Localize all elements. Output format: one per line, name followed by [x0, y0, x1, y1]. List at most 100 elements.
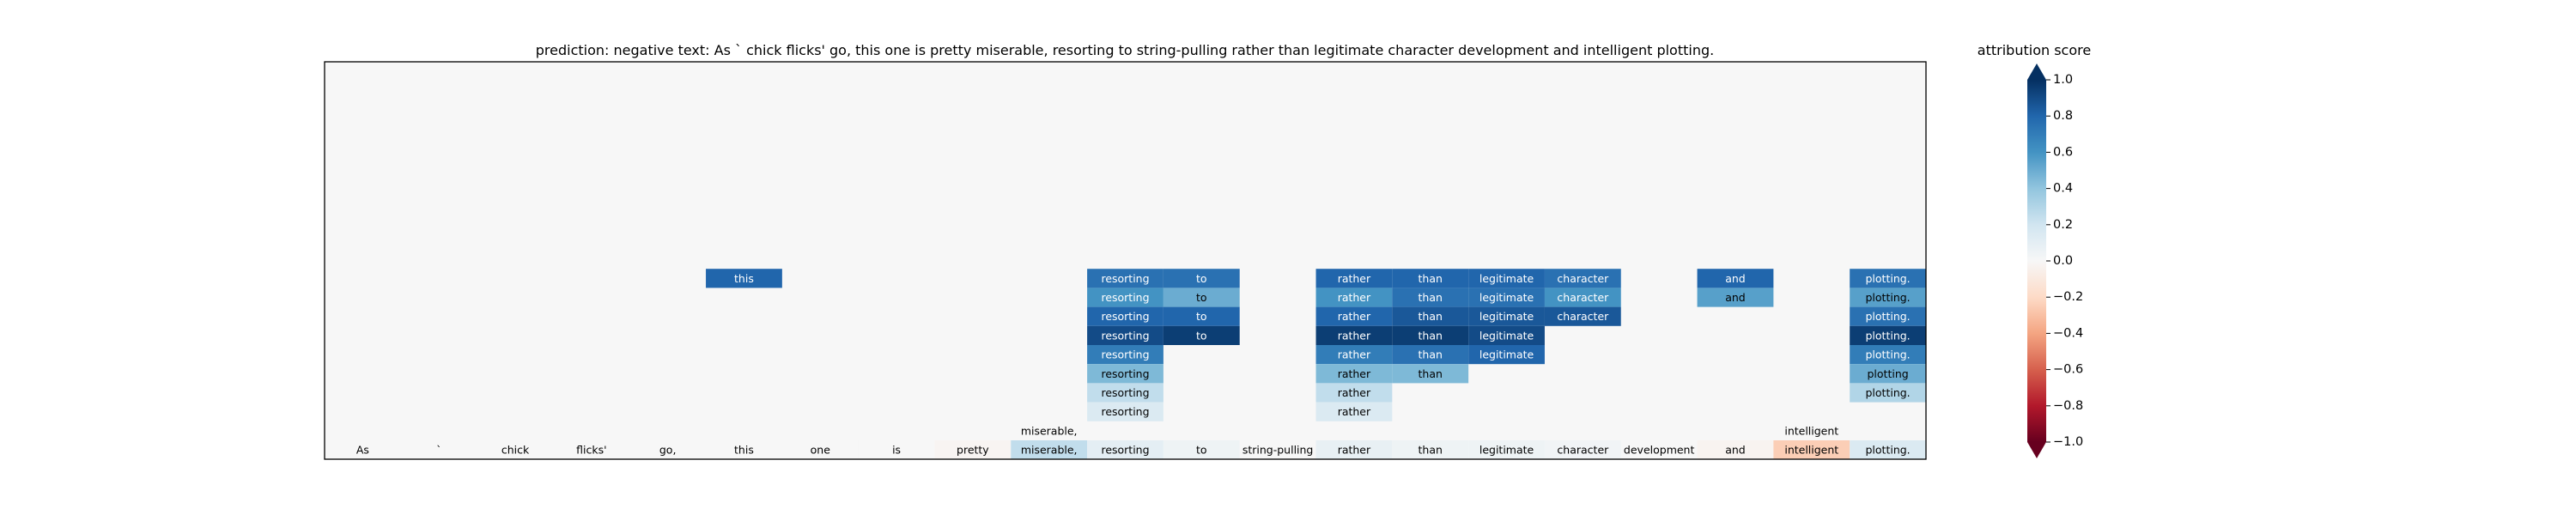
stacked-cell — [1087, 288, 1163, 307]
base-cell-token: is — [892, 444, 901, 457]
stacked-cell — [1087, 269, 1163, 288]
stacked-cell — [1468, 288, 1545, 307]
colorbar-label: attribution score — [1978, 42, 2091, 58]
base-cell — [1773, 440, 1850, 460]
stacked-cell — [1468, 306, 1545, 326]
base-cell — [400, 440, 477, 460]
base-cell-token: flicks' — [576, 444, 606, 457]
base-cell-token: resorting — [1101, 444, 1149, 457]
stacked-cell — [1468, 345, 1545, 365]
stacked-cell-token: rather — [1338, 405, 1371, 418]
stacked-cell-token: and — [1725, 291, 1746, 304]
stacked-cell-token: character — [1557, 291, 1609, 304]
base-cell — [1544, 440, 1621, 460]
colorbar-extend-min — [2027, 442, 2046, 458]
stacked-cell-token: resorting — [1101, 348, 1149, 361]
stacked-cell-token: rather — [1338, 272, 1371, 285]
stacked-cell — [1087, 345, 1163, 365]
stacked-cell-token: than — [1419, 367, 1443, 380]
stacked-cell-token: resorting — [1101, 329, 1149, 342]
stacked-cell — [1087, 364, 1163, 384]
base-cell-token: character — [1557, 444, 1609, 457]
stacked-cell-token: plotting. — [1866, 272, 1911, 285]
stacked-cell-token: rather — [1338, 348, 1371, 361]
base-cell — [325, 440, 401, 460]
colorbar-tick-label: −0.6 — [2053, 363, 2083, 377]
base-cell-token: one — [811, 444, 831, 457]
stacked-cell-token: resorting — [1101, 310, 1149, 323]
stacked-cell-token: plotting. — [1866, 386, 1911, 399]
stacked-cell — [1392, 269, 1469, 288]
stacked-cell-token: resorting — [1101, 291, 1149, 304]
stacked-cell — [1544, 306, 1621, 326]
stacked-cell-token: plotting — [1868, 367, 1909, 380]
stacked-cell-token: rather — [1338, 367, 1371, 380]
stacked-cell-token: legitimate — [1479, 310, 1534, 323]
base-cell-token: to — [1196, 444, 1207, 457]
base-cell-token: chick — [501, 444, 530, 457]
stacked-cell-token: and — [1725, 272, 1746, 285]
base-cell — [553, 440, 630, 460]
colorbar: 1.00.80.60.40.20.0−0.2−0.4−0.6−0.8−1.0 — [2027, 64, 2083, 458]
stacked-cell-token: resorting — [1101, 367, 1149, 380]
stacked-cell-token: character — [1557, 310, 1609, 323]
stacked-cell — [1163, 306, 1240, 326]
stacked-cell — [1163, 288, 1240, 307]
stacked-cell — [1392, 306, 1469, 326]
colorbar-extend-max — [2027, 64, 2046, 80]
base-cell-token: this — [734, 444, 754, 457]
colorbar-tick-label: 0.0 — [2053, 254, 2073, 268]
base-cell-token: go, — [659, 444, 677, 457]
colorbar-tick-label: 1.0 — [2053, 73, 2073, 87]
stacked-cell — [1468, 325, 1545, 345]
stacked-cell — [1850, 364, 1926, 384]
stacked-cell — [1011, 421, 1088, 440]
base-cell — [1315, 440, 1393, 460]
stacked-cell — [1087, 325, 1163, 345]
stacked-cell — [1315, 364, 1393, 384]
base-cell-token: intelligent — [1784, 444, 1838, 457]
base-cell — [629, 440, 707, 460]
stacked-cell-token: legitimate — [1479, 291, 1534, 304]
stacked-cell-token: than — [1419, 291, 1443, 304]
stacked-cell — [1315, 383, 1393, 403]
colorbar-tick-label: 0.8 — [2053, 109, 2073, 123]
base-cell — [781, 440, 859, 460]
stacked-cell — [1850, 325, 1926, 345]
stacked-cell — [1315, 306, 1393, 326]
base-cell-token: miserable, — [1021, 444, 1078, 457]
stacked-cell — [1392, 325, 1469, 345]
base-cell — [1239, 440, 1316, 460]
colorbar-tick-label: −1.0 — [2053, 435, 2083, 449]
colorbar-tick-label: −0.4 — [2053, 326, 2083, 340]
base-cell-token: development — [1624, 444, 1695, 457]
stacked-cell-token: plotting. — [1866, 348, 1911, 361]
stacked-cell — [1850, 383, 1926, 403]
base-cell — [1697, 440, 1774, 460]
base-cell-token: pretty — [957, 444, 989, 457]
stacked-cell-token: legitimate — [1479, 348, 1534, 361]
stacked-cell — [1087, 383, 1163, 403]
base-cell — [1011, 440, 1088, 460]
stacked-cell — [1850, 288, 1926, 307]
stacked-cell — [706, 269, 782, 288]
stacked-cell-token: this — [734, 272, 754, 285]
base-cell — [1850, 440, 1926, 460]
chart-title: prediction: negative text: As ` chick fl… — [536, 42, 1714, 58]
stacked-cell-token: plotting. — [1866, 329, 1911, 342]
stacked-cell — [1697, 269, 1774, 288]
stacked-cell — [1850, 306, 1926, 326]
base-cell-token: rather — [1338, 444, 1371, 457]
base-cell — [1087, 440, 1163, 460]
base-cell — [1468, 440, 1545, 460]
stacked-cell-token: than — [1419, 348, 1443, 361]
stacked-cell-token: to — [1196, 291, 1207, 304]
stacked-cell-token: rather — [1338, 386, 1371, 399]
base-cell-token: and — [1725, 444, 1746, 457]
stacked-cell — [1392, 345, 1469, 365]
stacked-cell — [1163, 269, 1240, 288]
stacked-cell-token: plotting. — [1866, 310, 1911, 323]
base-cell-token: than — [1419, 444, 1443, 457]
